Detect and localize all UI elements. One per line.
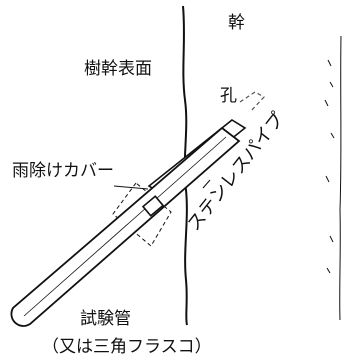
trunk-surface-line	[182, 5, 188, 326]
bark-edge	[339, 35, 342, 321]
rain-cover-label: 雨除けカバー	[12, 161, 114, 181]
trunk-surface-label: 樹幹表面	[84, 58, 152, 79]
bark-texture	[324, 59, 335, 274]
trunk-label: 幹	[228, 12, 245, 33]
pipe-leader	[202, 179, 211, 189]
pipe-tube-joint	[141, 195, 165, 217]
hole-dashed-outline	[239, 91, 265, 113]
test-tube-label: 試験管	[80, 309, 131, 329]
test-tube-inner-line	[23, 136, 227, 317]
hole-label: 孔	[220, 86, 237, 106]
rain-cover-leader	[113, 185, 149, 190]
test-tube-alt-label: （又は三角フラスコ）	[42, 337, 212, 357]
